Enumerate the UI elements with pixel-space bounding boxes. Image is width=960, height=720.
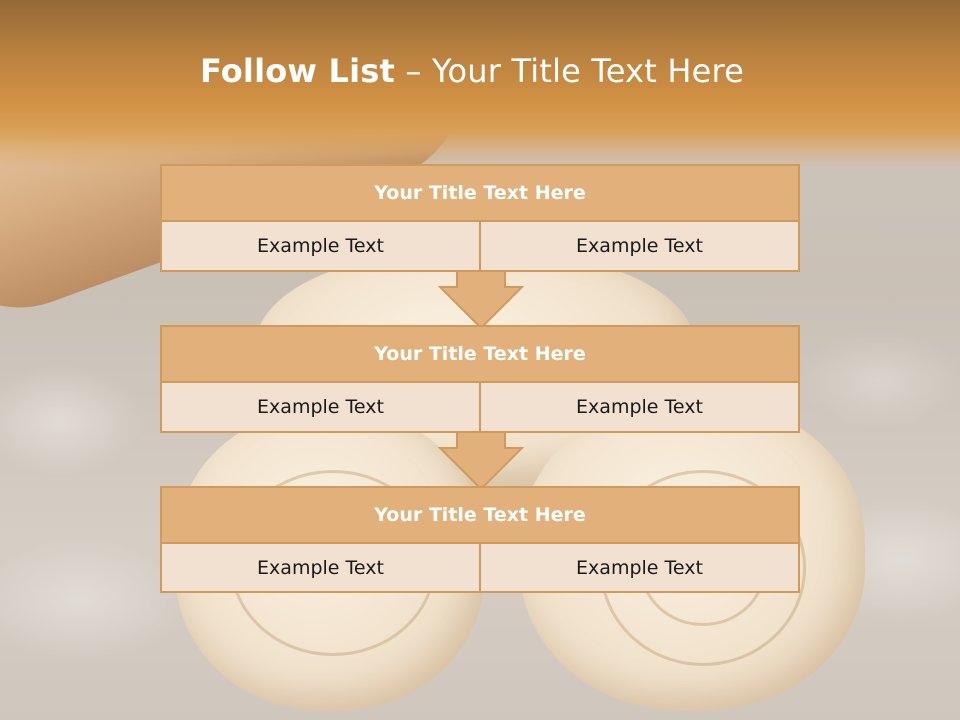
list-box-row: Example Text Example Text <box>162 222 798 270</box>
slide-title-rest: – Your Title Text Here <box>405 52 745 90</box>
down-arrow-shape <box>438 270 524 330</box>
list-box-cell-left: Example Text <box>162 222 479 270</box>
slide-title: Follow List – Your Title Text Here <box>0 52 944 90</box>
title-band: Follow List – Your Title Text Here <box>0 0 960 168</box>
list-box-row: Example Text Example Text <box>162 383 798 431</box>
list-box-1: Your Title Text Here Example Text Exampl… <box>160 164 800 272</box>
list-box-cell-right: Example Text <box>479 222 798 270</box>
list-box-cell-right: Example Text <box>479 544 798 591</box>
list-box-cell-left: Example Text <box>162 383 479 431</box>
list-box-row: Example Text Example Text <box>162 544 798 591</box>
down-arrow-icon <box>438 270 524 330</box>
list-box-title: Your Title Text Here <box>162 488 798 544</box>
down-arrow-shape <box>438 431 524 491</box>
slide-title-bold: Follow List <box>199 52 396 90</box>
list-box-cell-right: Example Text <box>479 383 798 431</box>
list-box-cell-left: Example Text <box>162 544 479 591</box>
list-box-title: Your Title Text Here <box>162 166 798 222</box>
list-box-2: Your Title Text Here Example Text Exampl… <box>160 325 800 433</box>
list-box-3: Your Title Text Here Example Text Exampl… <box>160 486 800 593</box>
list-box-title: Your Title Text Here <box>162 327 798 383</box>
down-arrow-icon <box>438 431 524 491</box>
